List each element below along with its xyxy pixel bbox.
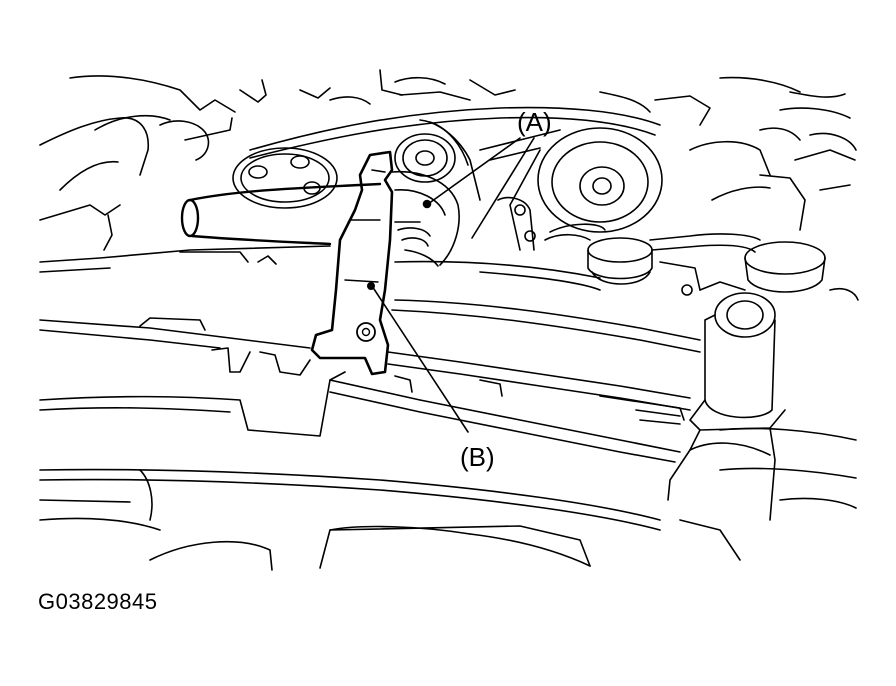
callout-a-label: (A) xyxy=(517,107,552,137)
thermostat-housing xyxy=(391,170,460,267)
reservoir-caps xyxy=(544,223,859,301)
strut-tower xyxy=(667,292,786,521)
upper-left-engine-parts xyxy=(39,69,857,251)
callout-b-label: (B) xyxy=(460,442,495,472)
radiator-support xyxy=(39,245,701,425)
mounting-bracket xyxy=(310,150,394,376)
front-lower-panel xyxy=(39,371,857,571)
leader-lines xyxy=(371,137,535,433)
radiator-hose xyxy=(180,182,382,246)
alternator-pulley xyxy=(497,127,663,251)
left-pulley xyxy=(232,147,338,209)
drive-belt xyxy=(249,106,661,201)
figure-id: G03829845 xyxy=(38,589,158,614)
